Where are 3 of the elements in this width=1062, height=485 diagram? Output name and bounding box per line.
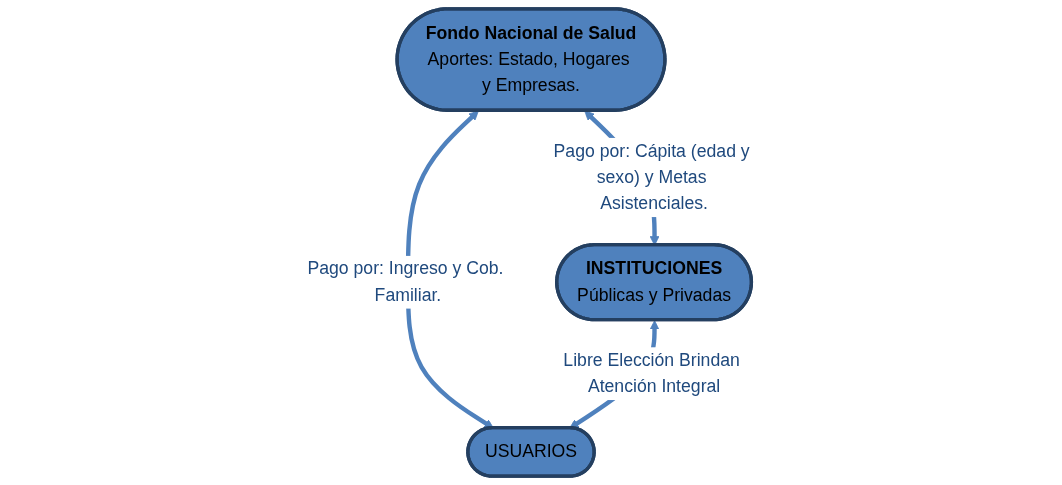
edge-label: Pago por: Ingreso y Cob. Familiar.	[307, 259, 504, 305]
edge-label: Libre Elección Brindan Atención Integral	[563, 350, 740, 396]
edge-label: Pago por: Cápita (edad y sexo) y Metas Asistenciales.	[553, 141, 750, 213]
